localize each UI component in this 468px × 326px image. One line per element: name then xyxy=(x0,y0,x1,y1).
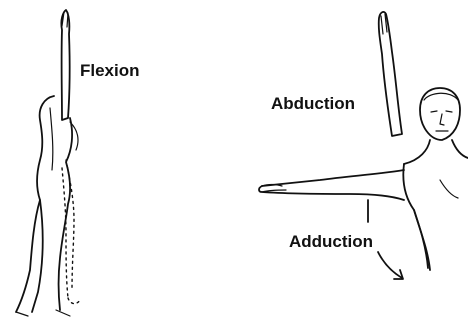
adduction-label: Adduction xyxy=(289,232,373,252)
hanging-arm xyxy=(414,210,428,268)
face-eyes xyxy=(431,111,452,112)
flexion-torso-line xyxy=(50,108,53,170)
horizontal-arm-lower xyxy=(259,186,404,200)
flexion-front-torso xyxy=(59,118,73,310)
flexion-dashed-arm xyxy=(66,160,74,290)
flexion-figure xyxy=(16,10,80,316)
abduction-label: Abduction xyxy=(271,94,355,114)
adduction-motion-arrow xyxy=(378,252,402,278)
flexion-leg xyxy=(32,200,43,312)
right-figure-chest xyxy=(440,180,458,198)
face-nose xyxy=(440,114,444,125)
horizontal-arm-upper xyxy=(262,170,404,186)
flexion-back-outline xyxy=(16,96,54,312)
flexion-raised-arm xyxy=(61,10,69,120)
neck-shoulder-line xyxy=(404,140,468,164)
flexion-label: Flexion xyxy=(80,61,140,81)
flexion-foot xyxy=(16,310,70,316)
flexion-dashed-hand xyxy=(68,298,80,304)
hair-line xyxy=(424,93,458,100)
